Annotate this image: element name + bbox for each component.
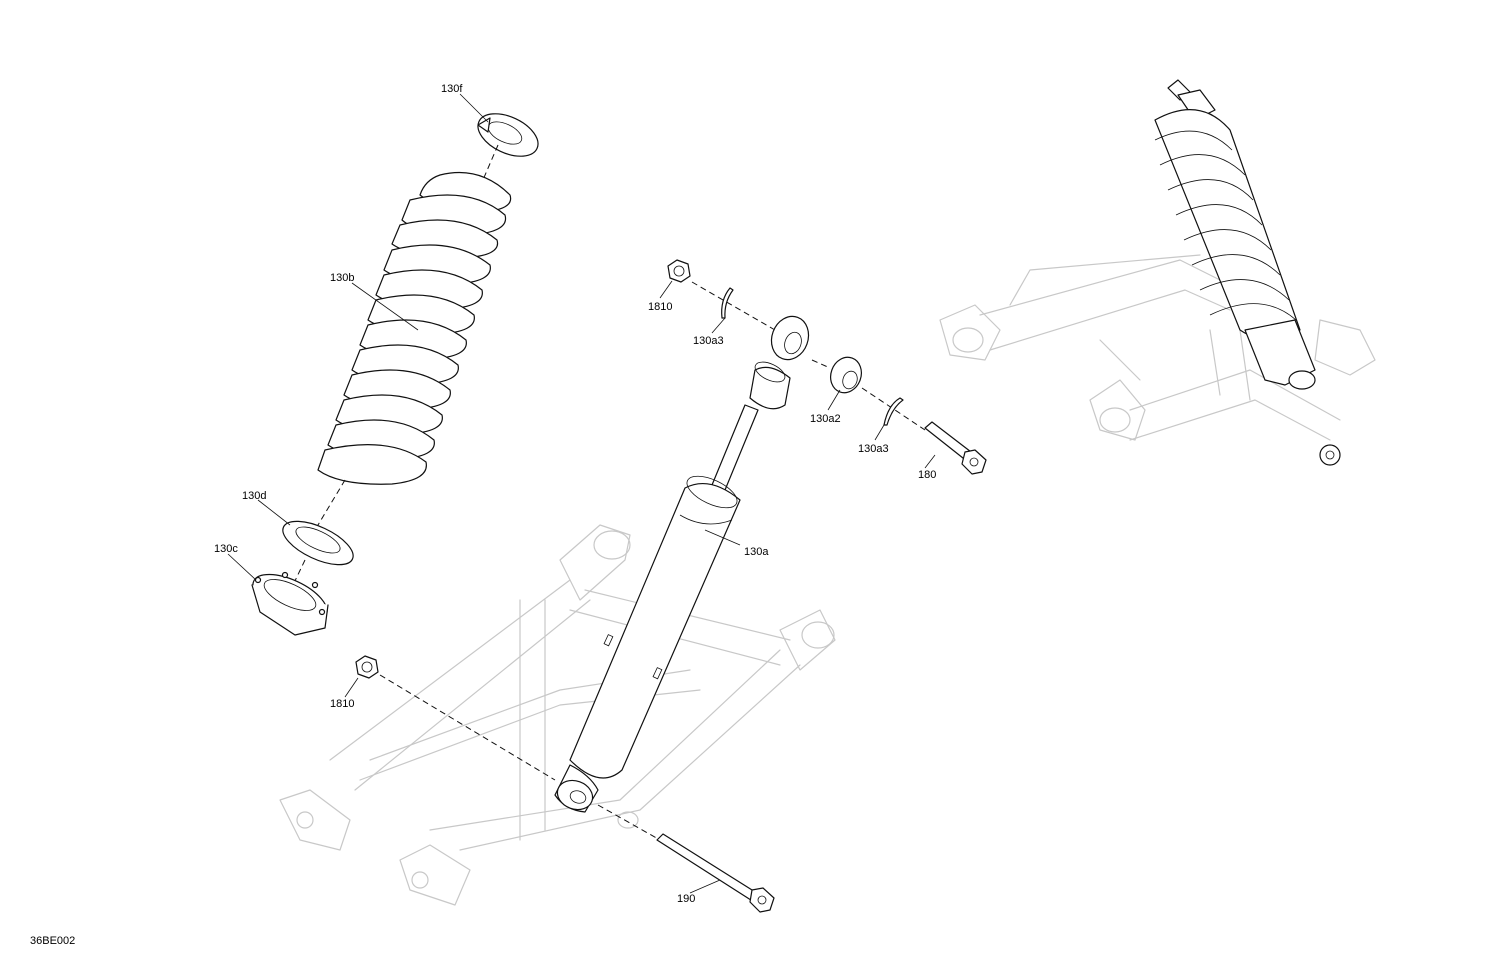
callout-1810-bottom: 1810	[330, 698, 354, 710]
part-130a3-circlip-right	[883, 397, 904, 426]
axis-upper-mount	[691, 281, 776, 331]
part-1810-nut-bottom	[355, 655, 379, 679]
part-1810-nut-top	[667, 259, 691, 283]
axis-lower-bolt	[597, 804, 661, 841]
part-130f-spring-retainer	[477, 113, 539, 157]
drawing-id: 36BE002	[30, 935, 75, 947]
callout-130f: 130f	[441, 83, 463, 95]
lower-a-arm-ghost	[279, 524, 836, 906]
axis-bushing-bolt	[811, 359, 926, 431]
part-190-bolt	[656, 833, 775, 913]
callout-130a3-right: 130a3	[858, 443, 889, 455]
callout-130c: 130c	[214, 543, 238, 555]
part-130c-adjuster-ring	[251, 571, 329, 636]
axis-lower-mount	[379, 674, 556, 781]
callout-130d: 130d	[242, 490, 266, 502]
callout-130b: 130b	[330, 272, 354, 284]
callout-180: 180	[918, 469, 936, 481]
callout-130a3-left: 130a3	[693, 335, 724, 347]
axis-spring-bottom	[314, 479, 346, 531]
callout-1810-top: 1810	[648, 301, 672, 313]
assembled-coilover	[1154, 79, 1341, 466]
assembled-suspension-ghost	[939, 254, 1376, 441]
callout-130a: 130a	[744, 546, 769, 558]
part-130a2-bushing	[830, 356, 862, 394]
callout-130a2: 130a2	[810, 413, 841, 425]
callout-190: 190	[677, 893, 695, 905]
part-130a-shock-absorber	[554, 315, 810, 813]
part-180-bolt	[924, 421, 987, 475]
part-130d-washer	[282, 520, 354, 566]
callout-leaders	[227, 93, 936, 894]
part-130b-coil-spring	[317, 171, 512, 485]
